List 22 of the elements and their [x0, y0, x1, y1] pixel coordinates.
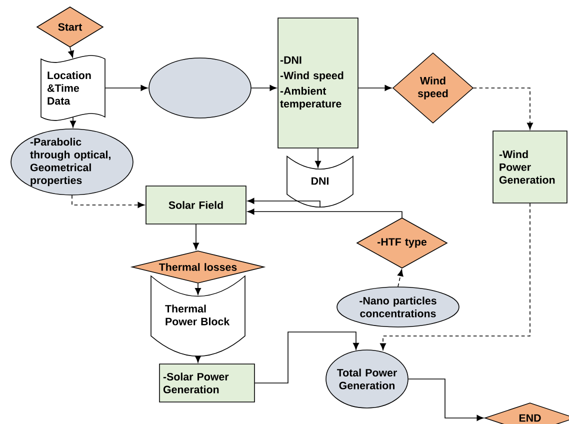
input-box: -DNI -Wind speed -Ambient temperature: [278, 18, 358, 148]
process-box: -Wind Power Generation: [492, 130, 568, 204]
arrow: [315, 148, 321, 168]
arrow: [380, 202, 530, 350]
arrow: [104, 85, 148, 91]
process-box: -Solar Power Generation: [159, 364, 255, 402]
arrow: [247, 208, 402, 218]
arrow: [472, 88, 533, 130]
arrow: [70, 116, 76, 128]
arrow: [72, 194, 145, 208]
arrow: [254, 332, 359, 384]
arrow: [408, 378, 484, 421]
arrow: [68, 46, 74, 58]
arrow: [247, 198, 320, 208]
arrow: [195, 282, 201, 295]
arrow: [193, 224, 199, 250]
arrow: [397, 269, 404, 288]
arrow: [358, 85, 392, 91]
arrow: [195, 356, 201, 363]
data-source-ellipse: [148, 58, 252, 118]
arrow: [250, 85, 277, 91]
process-box: Solar Field: [146, 186, 246, 224]
